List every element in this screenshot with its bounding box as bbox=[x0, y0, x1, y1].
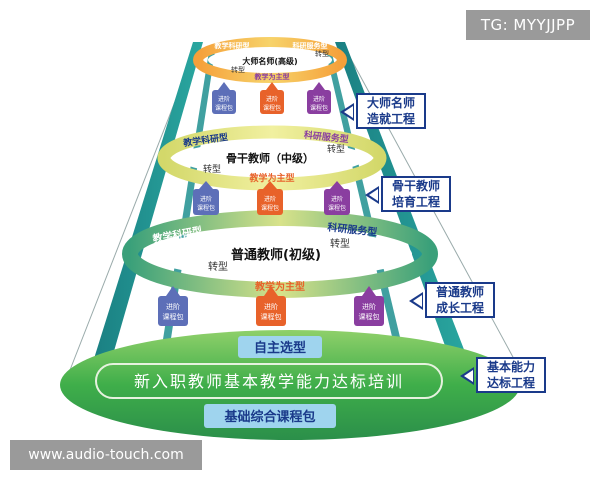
package-middle-2-l1: 进阶 bbox=[264, 195, 276, 203]
package-senior-2: 进阶 课程包 bbox=[260, 82, 284, 114]
ring-middle-inner bbox=[178, 141, 366, 175]
package-senior-3-l1: 进阶 bbox=[313, 95, 325, 103]
level-junior-turn-a: 转型 bbox=[330, 237, 350, 250]
package-senior-1: 进阶 课程包 bbox=[212, 82, 236, 114]
package-middle-3-l2: 课程包 bbox=[328, 204, 346, 212]
level-middle-turn-a: 转型 bbox=[327, 143, 345, 155]
package-senior-3: 进阶 课程包 bbox=[307, 82, 331, 114]
package-senior-3-l2: 课程包 bbox=[310, 104, 328, 112]
package-senior-1-l2: 课程包 bbox=[215, 104, 233, 112]
package-middle-2-l2: 课程包 bbox=[261, 204, 279, 212]
level-senior-title: 大师名师(高级) bbox=[242, 56, 297, 66]
watermark-site: www.audio-touch.com bbox=[10, 440, 202, 470]
side-label-senior-l1: 大师名师 bbox=[366, 96, 415, 110]
arrow-left-icon bbox=[340, 103, 354, 121]
ribbon-left-outer bbox=[92, 42, 203, 365]
level-senior-ring-left: 教学科研型 bbox=[214, 41, 250, 50]
level-senior-ring-bottom: 教学为主型 bbox=[254, 72, 290, 81]
side-label-middle-l2: 培育工程 bbox=[391, 195, 440, 209]
arrow-left-icon bbox=[409, 292, 423, 310]
package-junior-2-l1: 进阶 bbox=[264, 302, 278, 311]
package-middle-1: 进阶 课程包 bbox=[193, 181, 219, 215]
side-label-middle: 骨干教师 培育工程 bbox=[381, 176, 451, 212]
package-junior-2-l2: 课程包 bbox=[261, 312, 282, 321]
package-middle-1-l2: 课程包 bbox=[197, 204, 215, 212]
ring-junior-inner bbox=[148, 230, 412, 278]
package-junior-3-l2: 课程包 bbox=[359, 312, 380, 321]
level-middle-title: 骨干教师（中级） bbox=[226, 151, 314, 165]
side-label-middle-l1: 骨干教师 bbox=[391, 179, 440, 193]
side-label-basic: 基本能力 达标工程 bbox=[476, 357, 546, 393]
side-label-senior: 大师名师 造就工程 bbox=[356, 93, 426, 129]
ring-junior bbox=[122, 210, 438, 298]
package-junior-3: 进阶 课程包 bbox=[354, 286, 384, 326]
level-junior-title: 普通教师(初级) bbox=[231, 247, 321, 263]
package-senior-2-l1: 进阶 bbox=[266, 95, 278, 103]
base-ellipse bbox=[60, 330, 520, 440]
package-junior-1-l1: 进阶 bbox=[166, 302, 180, 311]
level-senior-turn-a: 转型 bbox=[315, 49, 329, 58]
package-senior-1-l1: 进阶 bbox=[218, 95, 230, 103]
package-junior-3-l1: 进阶 bbox=[362, 302, 376, 311]
ring-senior-inner bbox=[208, 48, 332, 72]
package-middle-1-l1: 进阶 bbox=[200, 195, 212, 203]
base-banner-frame bbox=[95, 363, 443, 399]
watermark-tg: TG: MYYJJPP bbox=[466, 10, 590, 40]
package-middle-3-l1: 进阶 bbox=[331, 195, 343, 203]
level-middle-ring-bottom: 教学为主型 bbox=[248, 172, 294, 184]
arrow-left-icon bbox=[460, 367, 474, 385]
base-package-pill bbox=[204, 404, 336, 428]
level-middle-turn-b: 转型 bbox=[203, 163, 221, 175]
package-junior-1-l2: 课程包 bbox=[163, 312, 184, 321]
package-junior-1: 进阶 课程包 bbox=[158, 286, 188, 326]
base-banner-text: 新入职教师基本教学能力达标培训 bbox=[134, 372, 404, 391]
package-senior-2-l2: 课程包 bbox=[263, 104, 281, 112]
level-junior-ring-bottom: 教学为主型 bbox=[254, 280, 305, 293]
package-middle-2: 进阶 课程包 bbox=[257, 181, 283, 215]
side-label-senior-l2: 造就工程 bbox=[366, 112, 415, 126]
side-label-basic-l2: 达标工程 bbox=[486, 376, 535, 390]
level-senior-ring-right: 科研服务型 bbox=[293, 41, 328, 50]
side-label-junior-l1: 普通教师 bbox=[435, 285, 484, 299]
base-package-text: 基础综合课程包 bbox=[223, 409, 315, 425]
level-junior-turn-b: 转型 bbox=[208, 260, 228, 273]
arrow-left-icon bbox=[365, 186, 379, 204]
package-middle-3: 进阶 课程包 bbox=[324, 181, 350, 215]
side-label-junior: 普通教师 成长工程 bbox=[425, 282, 495, 318]
self-select-pill bbox=[238, 336, 322, 358]
side-label-junior-l2: 成长工程 bbox=[435, 301, 484, 315]
self-select-text: 自主选型 bbox=[254, 340, 306, 356]
level-senior-turn-b: 转型 bbox=[231, 65, 245, 74]
ring-senior bbox=[193, 37, 347, 83]
side-label-basic-l1: 基本能力 bbox=[486, 360, 535, 374]
package-junior-2: 进阶 课程包 bbox=[256, 286, 286, 326]
